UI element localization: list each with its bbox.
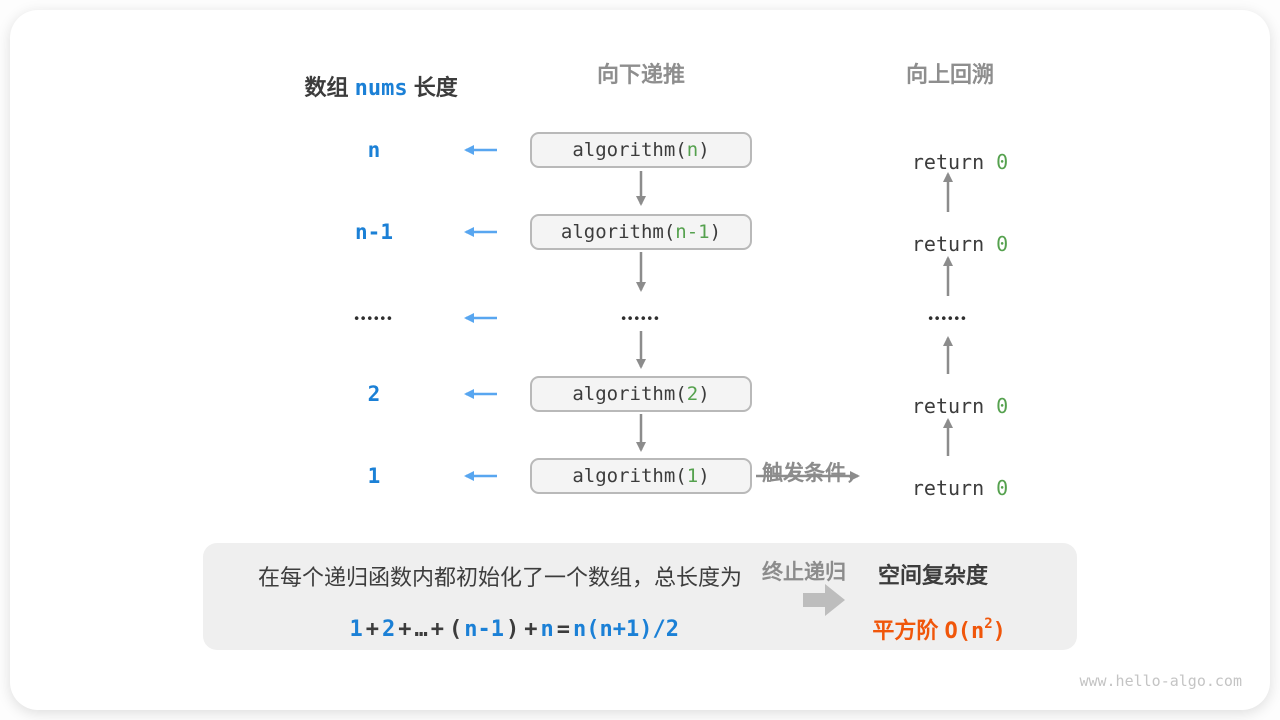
length-label-2: 2 xyxy=(367,382,381,406)
complexity-order: 平方阶 xyxy=(872,618,945,643)
eq-term: n xyxy=(540,617,554,642)
eq-result: n(n+1)/2 xyxy=(573,617,679,642)
header-array-prefix: 数组 xyxy=(304,75,355,100)
call-prefix: algorithm( xyxy=(560,221,676,243)
call-arg: 1 xyxy=(686,465,699,487)
call-prefix: algorithm( xyxy=(572,383,687,405)
header-backtrack-up: 向上回溯 xyxy=(905,62,995,87)
space-complexity-title: 空间复杂度 xyxy=(877,563,989,588)
eq-term: 1 xyxy=(349,617,363,642)
eq-term: n-1 xyxy=(464,617,505,642)
return-keyword: return xyxy=(911,232,997,256)
call-arg: n xyxy=(686,139,699,161)
length-label-n: n xyxy=(367,138,381,162)
summary-panel xyxy=(203,543,1077,650)
algorithm-call-box-2: algorithm(2) xyxy=(530,376,752,412)
return-keyword: return xyxy=(911,476,997,500)
call-arg: 2 xyxy=(686,383,699,405)
call-suffix: ) xyxy=(698,465,710,487)
call-suffix: ) xyxy=(709,221,722,243)
header-array-suffix: 长度 xyxy=(407,75,458,100)
return-value: 0 xyxy=(996,150,1009,174)
eq-ellipsis: … xyxy=(414,617,428,642)
big-o-prefix: O(n xyxy=(944,619,985,644)
header-array-code: nums xyxy=(354,76,408,101)
big-o-exponent: 2 xyxy=(984,615,993,632)
eq-term: 2 xyxy=(382,617,396,642)
ellipsis-right: •••••• xyxy=(928,310,968,326)
header-recurse-down: 向下递推 xyxy=(596,62,686,87)
return-keyword: return xyxy=(911,394,997,418)
return-value: 0 xyxy=(996,394,1009,418)
algorithm-call-box-n: algorithm(n) xyxy=(530,132,752,168)
total-length-equation: 1+2+…+(n-1)+n=n(n+1)/2 xyxy=(349,617,679,642)
ellipsis-left: •••••• xyxy=(354,310,394,326)
call-prefix: algorithm( xyxy=(572,465,687,487)
call-prefix: algorithm( xyxy=(572,139,687,161)
call-suffix: ) xyxy=(698,383,710,405)
summary-text: 在每个递归函数内都初始化了一个数组，总长度为 xyxy=(257,565,743,590)
length-label-1: 1 xyxy=(367,464,381,488)
space-complexity-value: 平方阶 O(n2) xyxy=(860,587,1006,645)
website-watermark: www.hello-algo.com xyxy=(1079,672,1242,690)
algorithm-call-box-1: algorithm(1) xyxy=(530,458,752,494)
big-o-suffix: ) xyxy=(992,619,1006,644)
return-value: 0 xyxy=(996,476,1009,500)
length-label-n-1: n-1 xyxy=(355,220,393,244)
return-value: 0 xyxy=(996,232,1009,256)
return-statement: return 0 xyxy=(888,370,1008,418)
return-statement: return 0 xyxy=(888,452,1008,500)
return-keyword: return xyxy=(911,150,997,174)
return-statement: return 0 xyxy=(888,126,1008,174)
call-arg: n-1 xyxy=(675,221,710,243)
ellipsis-middle: •••••• xyxy=(621,310,661,326)
termination-annotation-line2: 终止递归 xyxy=(762,561,846,584)
return-statement: return 0 xyxy=(888,208,1008,256)
call-suffix: ) xyxy=(698,139,710,161)
termination-annotation-line1: 触发条件， xyxy=(762,462,867,485)
header-array-length: 数组 nums 长度 xyxy=(292,44,458,102)
algorithm-call-box-n-1: algorithm(n-1) xyxy=(530,214,752,250)
termination-annotation: 触发条件， 终止递归 xyxy=(762,391,867,622)
